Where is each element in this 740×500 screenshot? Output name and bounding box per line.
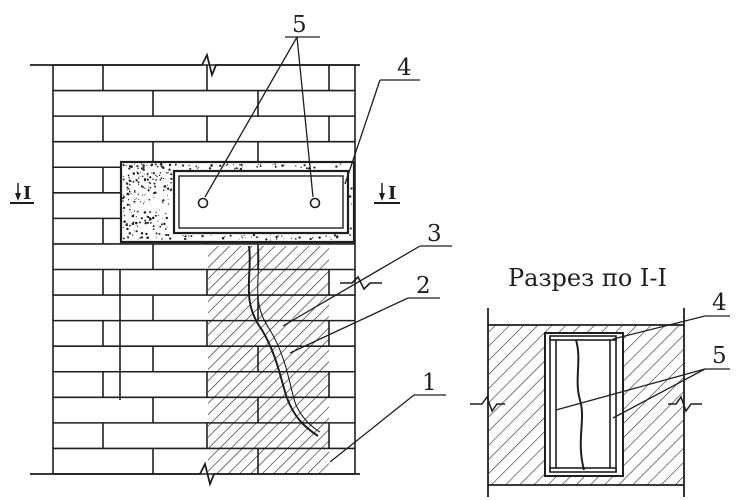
callout-3: 3 (427, 221, 442, 247)
section-plate-left (549, 337, 557, 472)
section-mark-right-label: I (388, 183, 396, 204)
section-plate-right (609, 337, 617, 472)
crack-line (247, 245, 319, 437)
section-view: Разрез по I-I 4 5 (470, 264, 730, 497)
callout-2: 2 (416, 273, 431, 299)
section-mark-left-label: I (23, 183, 31, 204)
concrete-grout-recess (119, 160, 356, 244)
section-bolt-top (549, 335, 617, 341)
section-crack (575, 339, 585, 471)
repaired-masonry-zone (208, 246, 329, 474)
callout-5-section: 5 (712, 343, 727, 369)
right-break-symbol (340, 275, 382, 291)
leader-lines-section (555, 315, 730, 419)
anchor-hole-right (309, 197, 321, 209)
callout-4-section: 4 (712, 290, 727, 316)
grout-speckles (121, 163, 353, 241)
leader-lines-elevation (204, 36, 452, 463)
section-mark-right: I (374, 183, 400, 204)
section-mark-left: I (10, 183, 34, 204)
bottom-break-line (30, 461, 360, 487)
callout-1: 1 (422, 370, 437, 396)
anchor-hole-left (197, 197, 209, 209)
section-title: Разрез по I-I (508, 264, 667, 292)
wall-elevation: I I 5 4 3 2 1 (10, 12, 452, 487)
callout-4-elevation: 4 (397, 55, 412, 81)
section-break-left (470, 395, 505, 413)
callout-5-elevation: 5 (292, 12, 307, 38)
section-break-right (668, 395, 702, 413)
top-break-line (30, 52, 360, 78)
